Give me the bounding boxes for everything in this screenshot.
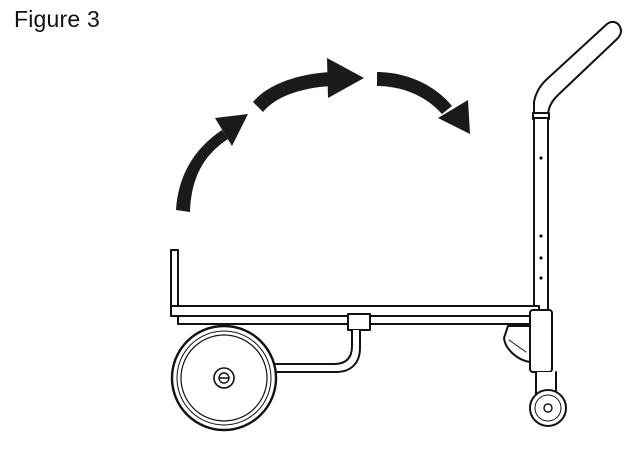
rotation-arrows	[176, 58, 470, 212]
truck-handle	[532, 20, 622, 120]
hand-truck	[170, 20, 622, 432]
figure-label: Figure 3	[14, 6, 100, 32]
axle-arm	[267, 329, 361, 373]
fold-plate	[503, 325, 531, 363]
truck-frame-post	[533, 117, 549, 319]
curved-arrow-icon-1	[176, 114, 248, 212]
center-bracket	[347, 313, 371, 331]
nose-plate-lip	[170, 249, 179, 307]
caster-wheel	[529, 389, 567, 427]
caster-housing	[529, 309, 557, 395]
large-wheel	[170, 324, 278, 432]
curved-arrow-icon-2	[253, 58, 364, 112]
curved-arrow-icon-3	[377, 72, 470, 134]
